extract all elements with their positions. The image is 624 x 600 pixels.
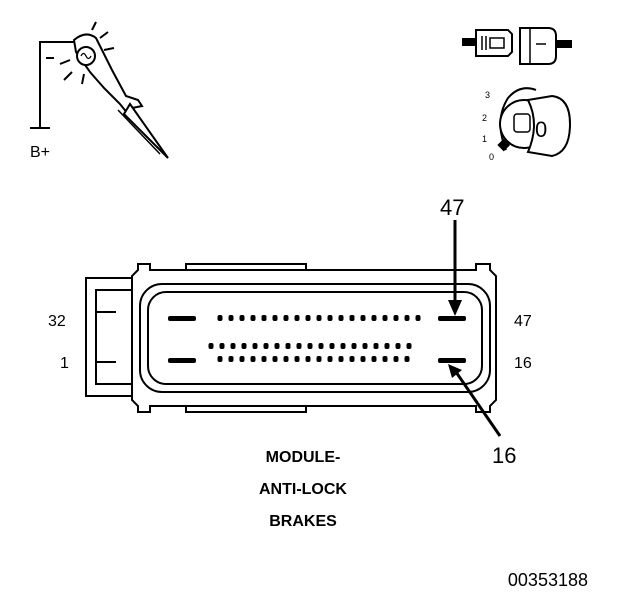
pin-slot bbox=[168, 358, 196, 363]
ignition-key-icon bbox=[497, 87, 572, 158]
pin-dot bbox=[327, 315, 333, 321]
pin-dot bbox=[327, 356, 333, 362]
pin-dot bbox=[360, 356, 366, 362]
pin-dot bbox=[230, 343, 236, 349]
pin-dot bbox=[296, 343, 302, 349]
pin-slot bbox=[168, 316, 196, 321]
test-light-icon bbox=[30, 21, 169, 159]
figure-id: 00353188 bbox=[508, 570, 588, 590]
pin-dot bbox=[272, 356, 278, 362]
key-position-label: 0 bbox=[535, 117, 547, 142]
ign-pos-1: 1 bbox=[482, 134, 487, 144]
probe-tip bbox=[122, 102, 169, 159]
pin-1-label: 1 bbox=[60, 355, 69, 372]
key-head bbox=[526, 94, 572, 158]
pin-32-label: 32 bbox=[48, 313, 66, 330]
pin-dot bbox=[261, 315, 267, 321]
pin-dot bbox=[316, 356, 322, 362]
light-rays bbox=[46, 21, 115, 85]
pin-dot bbox=[415, 315, 421, 321]
pin-dot bbox=[305, 356, 311, 362]
pin-dot bbox=[404, 315, 410, 321]
pin-dot bbox=[239, 356, 245, 362]
pin-dot bbox=[371, 356, 377, 362]
pin-dot bbox=[349, 356, 355, 362]
pin-dot bbox=[241, 343, 247, 349]
pin-slot bbox=[438, 316, 466, 321]
pin-dot bbox=[261, 356, 267, 362]
pin-dot bbox=[340, 343, 346, 349]
ign-pos-2: 2 bbox=[482, 113, 487, 123]
pin-dot bbox=[371, 315, 377, 321]
caption-line-3: BRAKES bbox=[269, 513, 337, 530]
pin-dot bbox=[351, 343, 357, 349]
pin-dot bbox=[228, 315, 234, 321]
pin-dot bbox=[362, 343, 368, 349]
pin-16-callout: 16 bbox=[492, 443, 516, 468]
pin-dot bbox=[360, 315, 366, 321]
caption-line-2: ANTI-LOCK bbox=[259, 481, 347, 498]
connector-pins bbox=[208, 315, 421, 362]
pin-16-arrow bbox=[448, 364, 502, 437]
pin-47-arrow bbox=[448, 220, 462, 316]
pin-dot bbox=[382, 356, 388, 362]
ign-pos-0: 0 bbox=[489, 152, 494, 162]
pin-dot bbox=[217, 315, 223, 321]
pin-dot bbox=[239, 315, 245, 321]
connector-housing bbox=[85, 263, 497, 413]
pin-dot bbox=[250, 356, 256, 362]
pin-dot bbox=[217, 356, 223, 362]
pin-dot bbox=[318, 343, 324, 349]
pin-dot bbox=[228, 356, 234, 362]
pin-dot bbox=[338, 356, 344, 362]
pin-dot bbox=[338, 315, 344, 321]
pin-47-label: 47 bbox=[514, 313, 532, 330]
pin-47-callout: 47 bbox=[440, 195, 464, 220]
pin-dot bbox=[393, 356, 399, 362]
caption-line-1: MODULE- bbox=[266, 449, 341, 466]
pin-dot bbox=[316, 315, 322, 321]
pin-dot bbox=[307, 343, 313, 349]
key-position-marker bbox=[497, 138, 511, 152]
ign-pos-3: 3 bbox=[485, 90, 490, 100]
pin-dot bbox=[263, 343, 269, 349]
pin-dot bbox=[283, 315, 289, 321]
pin-dot bbox=[250, 315, 256, 321]
test-light-wire bbox=[39, 41, 74, 128]
pin-dot bbox=[294, 356, 300, 362]
pin-dot bbox=[349, 315, 355, 321]
pin-dot bbox=[373, 343, 379, 349]
pin-dot bbox=[274, 343, 280, 349]
pin-16-label: 16 bbox=[514, 355, 532, 372]
pin-dot bbox=[294, 315, 300, 321]
pin-dot bbox=[305, 315, 311, 321]
pin-dot bbox=[395, 343, 401, 349]
pin-dot bbox=[393, 315, 399, 321]
pin-dot bbox=[208, 343, 214, 349]
connector-disconnected-icon bbox=[462, 27, 572, 65]
pin-dot bbox=[285, 343, 291, 349]
pin-dot bbox=[329, 343, 335, 349]
pin-dot bbox=[283, 356, 289, 362]
pin-dot bbox=[382, 315, 388, 321]
b-plus-label: B+ bbox=[30, 144, 50, 161]
pin-dot bbox=[219, 343, 225, 349]
pin-dot bbox=[404, 356, 410, 362]
pin-slot bbox=[438, 358, 466, 363]
pin-dot bbox=[406, 343, 412, 349]
pin-dot bbox=[384, 343, 390, 349]
pin-dot bbox=[272, 315, 278, 321]
pin-dot bbox=[252, 343, 258, 349]
